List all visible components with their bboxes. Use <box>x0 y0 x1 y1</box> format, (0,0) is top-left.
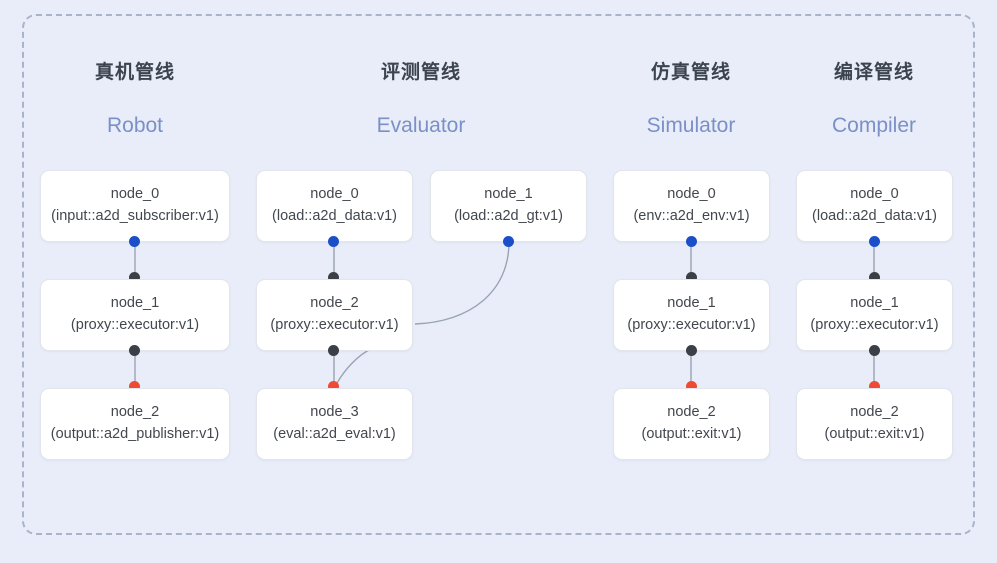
port-evaluator-2-in[interactable] <box>328 272 339 283</box>
node-compiler-1[interactable]: node_1 (proxy::executor:v1) <box>796 279 953 351</box>
column-title-en-compiler: Compiler <box>831 114 917 137</box>
node-simulator-1[interactable]: node_1 (proxy::executor:v1) <box>613 279 770 351</box>
node-name: node_2 <box>850 404 899 421</box>
node-spec: (output::exit:v1) <box>824 426 925 442</box>
port-evaluator-1-out[interactable] <box>503 236 514 247</box>
node-spec: (output::exit:v1) <box>641 426 742 442</box>
port-simulator-0-out[interactable] <box>686 236 697 247</box>
port-simulator-1-out[interactable] <box>686 345 697 356</box>
node-simulator-0[interactable]: node_0 (env::a2d_env:v1) <box>613 170 770 242</box>
node-compiler-2[interactable]: node_2 (output::exit:v1) <box>796 388 953 460</box>
port-simulator-1-in[interactable] <box>686 272 697 283</box>
port-compiler-0-out[interactable] <box>869 236 880 247</box>
node-simulator-2[interactable]: node_2 (output::exit:v1) <box>613 388 770 460</box>
node-name: node_2 <box>110 404 160 421</box>
node-evaluator-0[interactable]: node_0 (load::a2d_data:v1) <box>256 170 413 242</box>
node-name: node_0 <box>850 186 899 203</box>
port-robot-0-out[interactable] <box>129 236 140 247</box>
node-name: node_1 <box>667 295 716 312</box>
port-compiler-1-out[interactable] <box>869 345 880 356</box>
node-name: node_1 <box>110 295 160 312</box>
node-spec: (input::a2d_subscriber:v1) <box>51 208 219 224</box>
column-title-cn-robot: 真机管线 <box>94 62 175 83</box>
column-header-robot: 真机管线 Robot <box>25 63 245 136</box>
node-spec: (env::a2d_env:v1) <box>633 208 750 224</box>
node-name: node_0 <box>110 186 160 203</box>
port-evaluator-0-out[interactable] <box>328 236 339 247</box>
node-evaluator-1[interactable]: node_1 (load::a2d_gt:v1) <box>430 170 587 242</box>
column-title-en-evaluator: Evaluator <box>376 114 466 137</box>
port-evaluator-2-out[interactable] <box>328 345 339 356</box>
column-title-en-robot: Robot <box>106 114 164 137</box>
port-simulator-2-in[interactable] <box>686 381 697 392</box>
column-header-compiler: 编译管线 Compiler <box>764 63 984 136</box>
node-robot-0[interactable]: node_0 (input::a2d_subscriber:v1) <box>40 170 230 242</box>
node-name: node_1 <box>850 295 899 312</box>
port-compiler-1-in[interactable] <box>869 272 880 283</box>
node-evaluator-2[interactable]: node_2 (proxy::executor:v1) <box>256 279 413 351</box>
node-spec: (load::a2d_data:v1) <box>272 208 397 224</box>
node-spec: (proxy::executor:v1) <box>627 317 756 333</box>
port-compiler-2-in[interactable] <box>869 381 880 392</box>
node-name: node_2 <box>667 404 716 421</box>
node-name: node_0 <box>667 186 716 203</box>
node-spec: (eval::a2d_eval:v1) <box>273 426 396 442</box>
node-robot-2[interactable]: node_2 (output::a2d_publisher:v1) <box>40 388 230 460</box>
port-robot-1-out[interactable] <box>129 345 140 356</box>
column-title-en-simulator: Simulator <box>646 114 736 137</box>
column-header-simulator: 仿真管线 Simulator <box>581 63 801 136</box>
node-spec: (output::a2d_publisher:v1) <box>50 426 220 442</box>
node-spec: (proxy::executor:v1) <box>70 317 200 333</box>
node-evaluator-3[interactable]: node_3 (eval::a2d_eval:v1) <box>256 388 413 460</box>
node-spec: (load::a2d_data:v1) <box>812 208 937 224</box>
node-name: node_3 <box>310 404 359 421</box>
port-robot-2-in[interactable] <box>129 381 140 392</box>
column-title-cn-compiler: 编译管线 <box>833 62 914 83</box>
node-name: node_1 <box>484 186 533 203</box>
port-evaluator-3-in[interactable] <box>328 381 339 392</box>
node-name: node_2 <box>310 295 359 312</box>
column-title-cn-evaluator: 评测管线 <box>380 62 461 83</box>
column-header-evaluator: 评测管线 Evaluator <box>311 63 531 136</box>
port-robot-1-in[interactable] <box>129 272 140 283</box>
node-spec: (proxy::executor:v1) <box>270 317 399 333</box>
pipeline-panel <box>22 14 975 535</box>
node-spec: (proxy::executor:v1) <box>810 317 939 333</box>
node-robot-1[interactable]: node_1 (proxy::executor:v1) <box>40 279 230 351</box>
node-spec: (load::a2d_gt:v1) <box>454 208 563 224</box>
node-compiler-0[interactable]: node_0 (load::a2d_data:v1) <box>796 170 953 242</box>
node-name: node_0 <box>310 186 359 203</box>
column-title-cn-simulator: 仿真管线 <box>650 62 731 83</box>
